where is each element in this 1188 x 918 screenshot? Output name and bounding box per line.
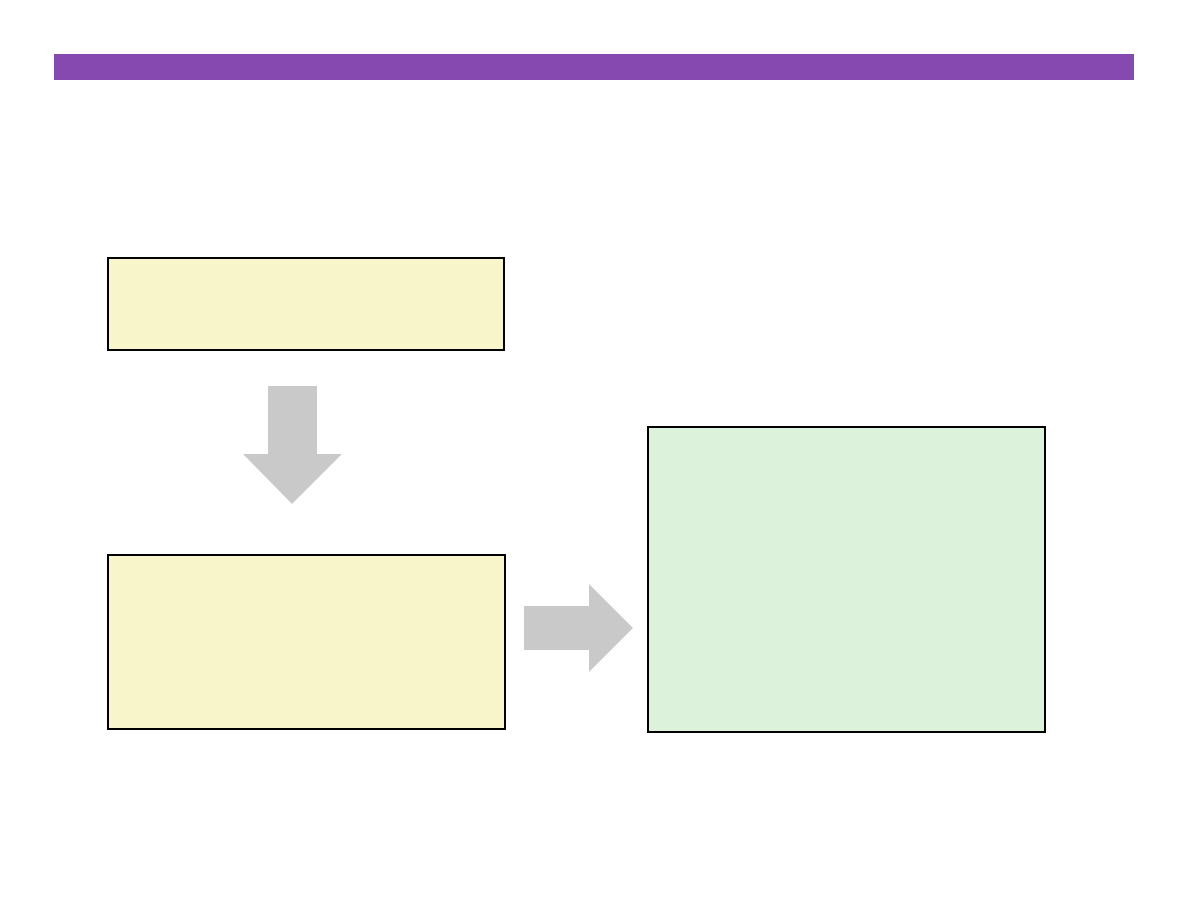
arrow-down-icon <box>243 386 342 504</box>
arrow-right-icon <box>524 584 633 672</box>
top-yellow-box <box>107 257 505 351</box>
arrow-right-shape <box>524 584 633 672</box>
title-bar <box>54 54 1134 80</box>
bottom-yellow-box <box>107 554 506 730</box>
right-green-box <box>647 426 1046 733</box>
arrow-down-shape <box>243 386 342 504</box>
